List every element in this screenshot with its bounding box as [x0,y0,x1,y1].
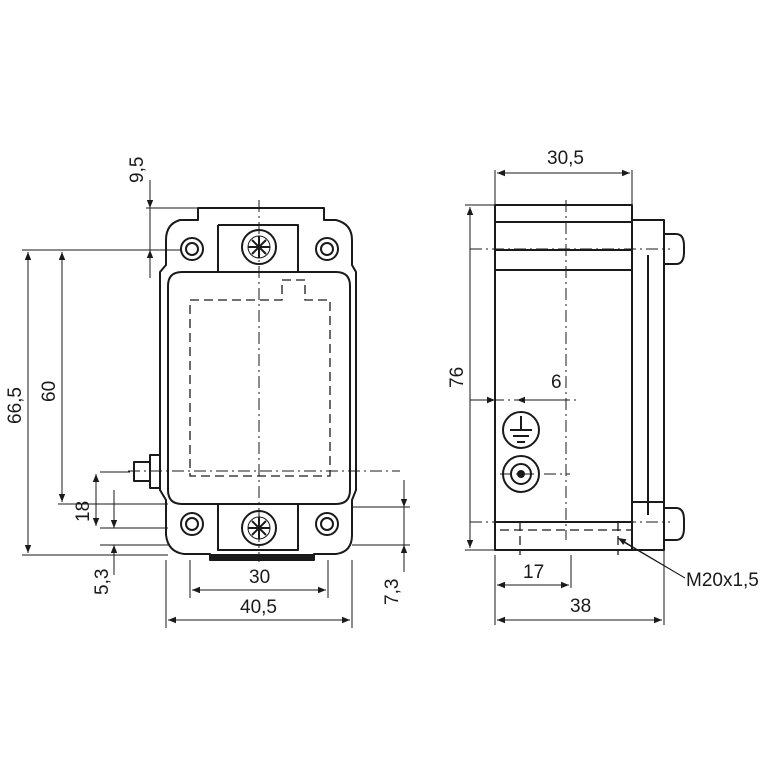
dim-top-offset: 9,5 [127,157,148,183]
front-mounting-holes [180,237,339,536]
side-cap-band [495,221,632,271]
front-lid-recess [217,224,299,272]
hole-bottom-right [315,512,339,536]
thread-label: M20x1,5 [686,570,759,591]
front-body-outline [167,271,351,505]
front-base-strip [210,554,314,560]
dim-overall-width: 40,5 [240,597,277,618]
dim-entry-offset: 17 [523,562,544,583]
side-body-outline [494,204,665,551]
dim-ground-offset: 6 [551,372,562,393]
front-view [128,200,400,562]
side-base [494,522,632,551]
front-hidden-cavity [189,279,331,477]
dim-overall-height: 66,5 [5,387,26,424]
hole-top-right [315,237,339,261]
hole-bottom-left [180,512,204,536]
dim-overall-depth: 38 [570,596,591,617]
side-flange [631,220,664,522]
dim-base-height: 7,3 [382,579,403,605]
side-view [470,200,685,555]
dim-hole-spacing-vertical: 60 [39,381,60,402]
dim-hole-bottom: 5,3 [92,569,113,595]
side-pin-top [664,233,685,265]
front-dimensions: 9,5 66,5 60 18 5,3 7,3 30 40,5 [5,157,410,628]
front-bottom-recess [217,504,299,551]
side-dimensions: 30,5 76 6 17 38 M20x1,5 [447,148,759,625]
side-pin-bottom [664,507,685,541]
dim-top-width: 30,5 [547,148,584,169]
dim-hole-spacing-horizontal: 30 [249,567,270,588]
ground-icon [502,411,540,449]
dim-bottom-offset: 18 [73,501,94,522]
hole-top-left [180,237,204,261]
dim-body-height: 76 [447,367,468,388]
